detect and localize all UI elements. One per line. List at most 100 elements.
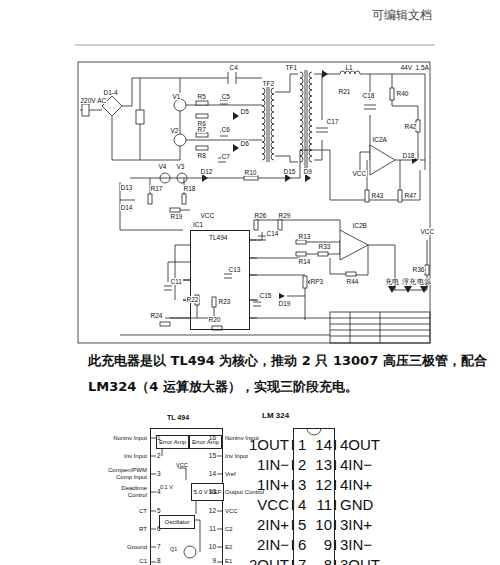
- pin-name: 1IN−: [257, 457, 289, 474]
- schematic-frame: [330, 312, 430, 343]
- part-label: C18: [362, 92, 375, 99]
- part-label: VCC: [352, 170, 367, 177]
- pin-number: 10: [209, 543, 216, 550]
- page-header: 可编辑文档: [372, 9, 432, 22]
- part-label: VCC: [200, 212, 215, 219]
- function-block: Error Amp: [189, 435, 222, 449]
- pin-number: 2: [298, 457, 306, 474]
- wire: [140, 78, 262, 160]
- wire: [80, 72, 427, 335]
- part-label: R21: [338, 88, 351, 95]
- pin-name: 4IN−: [340, 457, 372, 474]
- resistor-symbol: [182, 194, 186, 204]
- wire: [275, 74, 298, 162]
- part-label: R13: [298, 233, 311, 240]
- pin-name: Noninv Input: [101, 435, 147, 442]
- pin-number: 14: [209, 470, 216, 477]
- pin-name: 2OUT: [249, 557, 289, 565]
- part-label: R24: [150, 312, 163, 319]
- pin-name: 1OUT: [249, 437, 289, 454]
- bridge-rectifier: [82, 104, 89, 116]
- node-title: TL 494: [167, 414, 189, 422]
- wire: [112, 78, 180, 160]
- transistor-symbol: [174, 134, 186, 146]
- resistor-symbol: [346, 272, 356, 276]
- part-label: D19: [278, 300, 291, 307]
- tl494-internal: [184, 546, 196, 558]
- function-block: Oscillator: [159, 515, 195, 529]
- part-label: R22: [186, 296, 199, 303]
- part-label: R26: [254, 212, 267, 219]
- part-label: IC2A: [372, 136, 387, 143]
- pin-number: 10: [315, 517, 332, 534]
- part-label: D9: [303, 168, 312, 175]
- resistor-symbol: [160, 322, 170, 326]
- pin-name: 4OUT: [340, 437, 380, 454]
- diode-symbol: [127, 70, 418, 299]
- pin-number: 15: [209, 452, 216, 459]
- signal-name: VCC: [176, 462, 188, 468]
- pin-name: GND: [340, 497, 373, 514]
- part-label: R10: [244, 169, 257, 176]
- resistor-symbol: [170, 208, 180, 212]
- coil-winding: [262, 71, 360, 162]
- part-label: D6: [240, 140, 249, 147]
- resistor-symbol: [148, 88, 429, 330]
- coil-winding: [271, 88, 274, 160]
- pin-number: 6: [298, 537, 306, 554]
- part-label: C13: [228, 266, 241, 273]
- resistor-symbol: [148, 194, 152, 204]
- part-label: C5: [221, 93, 230, 100]
- part-label: D18: [402, 152, 415, 159]
- coil-winding: [309, 72, 312, 162]
- op-amp-symbol: [370, 145, 395, 175]
- node-text: TL494: [209, 234, 227, 241]
- part-label: C6: [221, 126, 230, 133]
- transistor-symbol: [174, 99, 186, 111]
- pin-number: 1: [298, 437, 306, 454]
- pin-number: 3: [157, 470, 161, 477]
- pin-name: 4IN+: [340, 477, 372, 494]
- part-label: R23: [218, 298, 231, 305]
- part-label: 电源: [416, 278, 431, 285]
- pin-name: 2IN−: [257, 537, 289, 554]
- resistor-symbol: [390, 88, 394, 100]
- ic-body: IC1TL494: [190, 230, 250, 330]
- pin-number: 8: [324, 557, 332, 565]
- coil-winding: [300, 72, 303, 162]
- pin-name: C1: [101, 558, 147, 565]
- lm324-outline: [307, 428, 321, 435]
- part-label: RP3: [310, 278, 324, 285]
- part-label: D1-4: [103, 89, 118, 96]
- pin-name: Compen/PWM Comp Input: [101, 467, 147, 480]
- part-label: R36: [412, 266, 425, 273]
- capacitor-symbol: [136, 110, 144, 124]
- op-amp-symbol: [340, 230, 368, 260]
- part-label: R8: [197, 152, 206, 159]
- pin-number: 9: [212, 557, 216, 564]
- part-label: R33: [318, 243, 331, 250]
- resistor-symbol: [212, 297, 216, 307]
- node-title: LM 324: [262, 412, 289, 421]
- pin-number: 16: [209, 434, 216, 441]
- part-label: C17: [326, 118, 339, 125]
- part-label: R18: [183, 185, 196, 192]
- pin-name: 3IN−: [340, 537, 372, 554]
- resistor-symbol: [296, 252, 306, 256]
- function-block: 5.0 V REF: [191, 483, 224, 501]
- pin-number: 7: [157, 543, 161, 550]
- ic-pin: [183, 240, 257, 318]
- resistor-symbol: [296, 240, 306, 244]
- resistor-symbol: [425, 265, 429, 275]
- part-label: R14: [298, 258, 311, 265]
- lm324-outline: [293, 428, 335, 565]
- part-label: IC2B: [352, 222, 367, 229]
- page-rule: [75, 45, 435, 46]
- tl494-internal: [150, 438, 223, 562]
- wire: [120, 178, 190, 230]
- pin-name: CT: [101, 508, 147, 515]
- part-label: C14: [266, 230, 279, 237]
- part-label: C4: [229, 64, 238, 71]
- pin-name: Inv Input: [101, 453, 147, 460]
